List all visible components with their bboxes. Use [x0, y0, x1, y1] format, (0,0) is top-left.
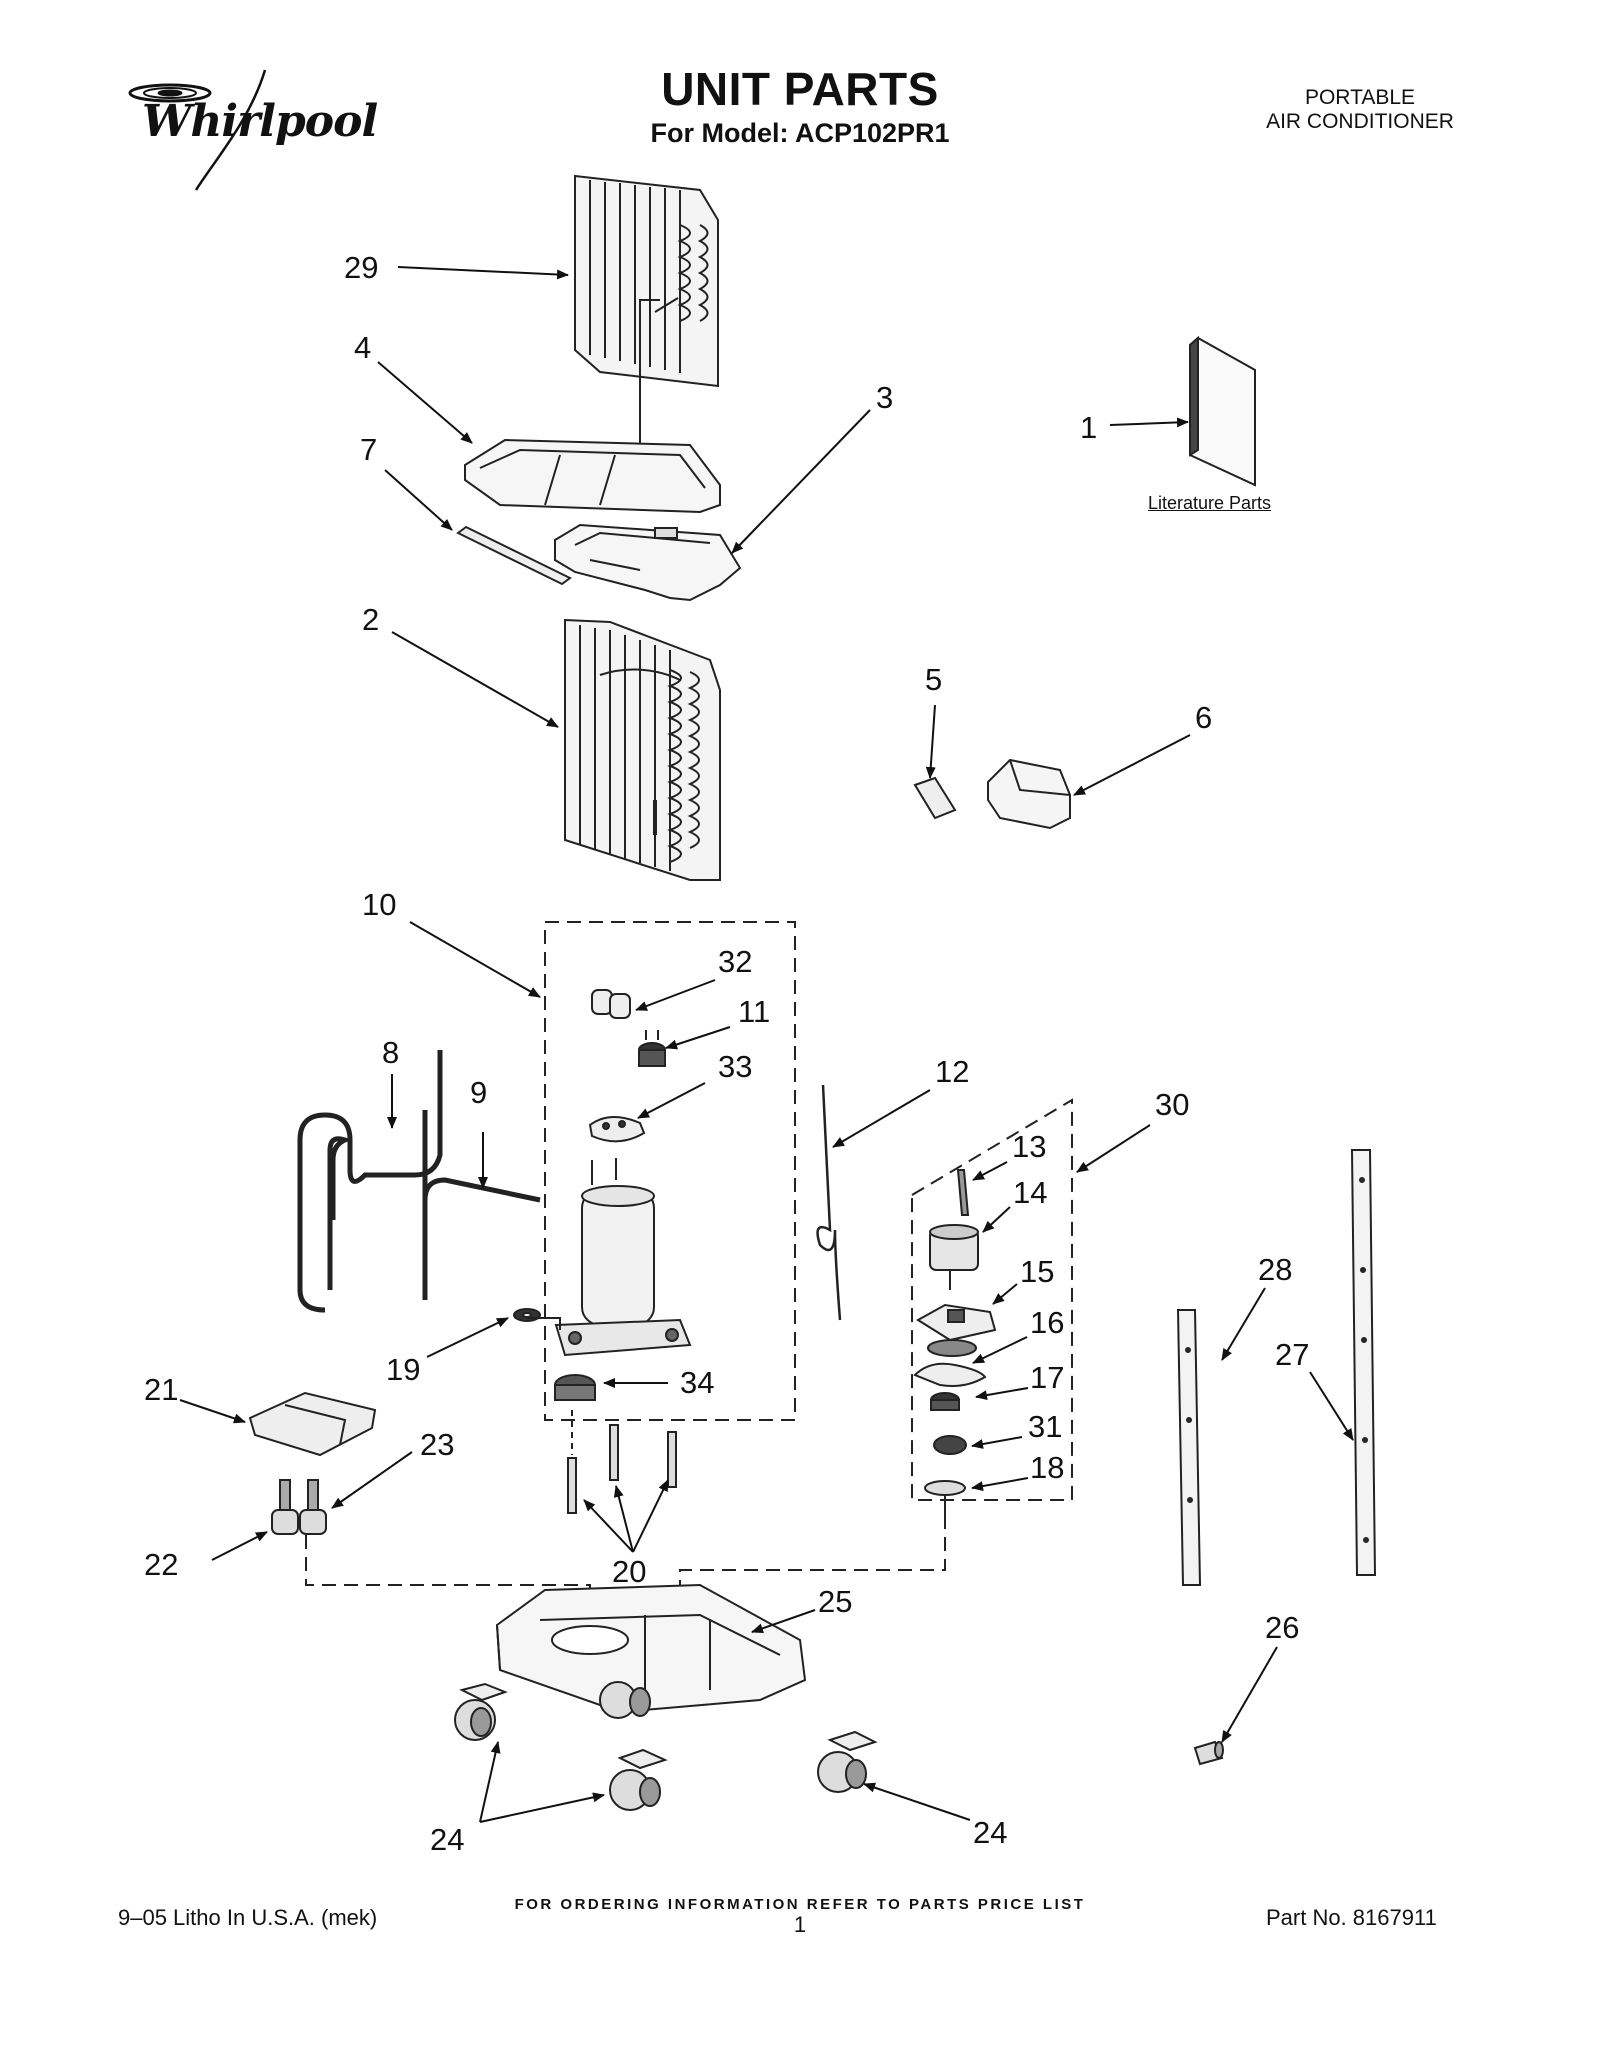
leader-arrows: [179, 266, 1354, 1823]
mounting-bracket-part-21: [248, 1391, 377, 1457]
tube-part-9: [422, 1177, 541, 1300]
callout-numbers: 29 4 3 1 7 2 5 6 10 32 11 33 12 30 8 9 1…: [144, 250, 1309, 1857]
ordering-note: FOR ORDERING INFORMATION REFER TO PARTS …: [514, 1896, 1086, 1913]
callout-26: 26: [1265, 1610, 1299, 1645]
model-subtitle: For Model: ACP102PR1: [650, 118, 950, 148]
condenser-coil-part-2: [564, 618, 721, 881]
washer-part-19: [513, 1308, 541, 1322]
terminal-plate-part-33: [588, 1116, 646, 1143]
caster-wheel-part-24-1: [454, 1682, 508, 1741]
drain-pan-part-4: [464, 438, 721, 514]
page-number: 1: [793, 1912, 807, 1937]
callout-23: 23: [420, 1427, 454, 1462]
feet-part-22-23: [271, 1479, 327, 1535]
plug-part-26: [1193, 1740, 1224, 1766]
impeller-part-17: [913, 1362, 987, 1387]
cover-part-18: [924, 1480, 966, 1515]
capillary-tube-part-12: [816, 1084, 842, 1321]
callout-24-left: 24: [430, 1822, 464, 1857]
literature-book-part-1: [1189, 335, 1256, 487]
washer-connector-line: [527, 1317, 561, 1330]
brand-logo-text: Whirlpool: [142, 96, 378, 147]
motor-bracket-part-15: [916, 1303, 997, 1342]
caster-wheel-part-24-2: [599, 1681, 651, 1719]
callout-18: 18: [1030, 1450, 1064, 1485]
callout-5: 5: [925, 662, 942, 697]
callout-19: 19: [386, 1352, 420, 1387]
callout-15: 15: [1020, 1254, 1054, 1289]
callout-2: 2: [362, 602, 379, 637]
whirlpool-swirl-logo: [128, 69, 267, 191]
literature-parts-label: Literature Parts: [1148, 493, 1272, 513]
callout-14: 14: [1013, 1175, 1047, 1210]
callout-6: 6: [1195, 700, 1212, 735]
motor-part-14: [929, 1224, 979, 1290]
callout-21: 21: [144, 1372, 178, 1407]
callout-28: 28: [1258, 1252, 1292, 1287]
evaporator-coil-part-29: [574, 174, 719, 445]
callout-3: 3: [876, 380, 893, 415]
tube-assembly-part-8: [297, 1050, 443, 1313]
disc-part-31: [933, 1435, 967, 1455]
callout-20: 20: [612, 1554, 646, 1589]
caster-wheel-part-24-4: [817, 1730, 878, 1793]
callout-17: 17: [1030, 1360, 1064, 1395]
bracket-part-5: [913, 776, 957, 820]
callout-29: 29: [344, 250, 378, 285]
pins-part-20: [567, 1424, 677, 1514]
callout-10: 10: [362, 887, 396, 922]
shaft-part-13: [956, 1169, 970, 1216]
product-type-line-2: AIR CONDITIONER: [1266, 110, 1454, 133]
product-type-line-1: PORTABLE: [1304, 86, 1416, 109]
grommet-part-34: [554, 1374, 596, 1401]
rail-part-27: [1350, 1149, 1377, 1576]
compressor: [554, 1158, 692, 1357]
callout-1: 1: [1080, 410, 1097, 445]
callout-11: 11: [738, 994, 770, 1029]
bushing-part-17b: [930, 1392, 960, 1411]
part-number: Part No. 8167911: [1266, 1905, 1437, 1930]
tray-part-3: [554, 523, 742, 602]
callout-33: 33: [718, 1049, 752, 1084]
callout-9: 9: [470, 1075, 487, 1110]
print-info: 9–05 Litho In U.S.A. (mek): [118, 1905, 378, 1930]
caster-wheel-part-24-3: [609, 1748, 668, 1811]
rail-part-28: [1176, 1309, 1202, 1586]
callout-25: 25: [818, 1584, 852, 1619]
seal-part-16: [927, 1339, 977, 1357]
callout-16: 16: [1030, 1305, 1064, 1340]
callout-22: 22: [144, 1547, 178, 1582]
callout-31: 31: [1028, 1409, 1062, 1444]
callout-7: 7: [360, 432, 377, 467]
feet-connector-line: [305, 1535, 591, 1650]
callout-13: 13: [1012, 1129, 1046, 1164]
fan-motor-kit-box-part-30: [911, 1098, 1073, 1501]
callout-4: 4: [354, 330, 371, 365]
callout-27: 27: [1275, 1337, 1309, 1372]
page-title: UNIT PARTS: [661, 63, 939, 115]
callout-8: 8: [382, 1035, 399, 1070]
control-box-part-6: [987, 758, 1071, 830]
callout-30: 30: [1155, 1087, 1189, 1122]
base-pan-part-25: [495, 1583, 807, 1714]
overload-part-11: [638, 1030, 666, 1067]
terminal-cover-part-32: [591, 989, 631, 1019]
callout-12: 12: [935, 1054, 969, 1089]
callout-32: 32: [718, 944, 752, 979]
callout-24-right: 24: [973, 1815, 1007, 1850]
rod-part-7: [456, 525, 572, 586]
callout-34: 34: [680, 1365, 714, 1400]
